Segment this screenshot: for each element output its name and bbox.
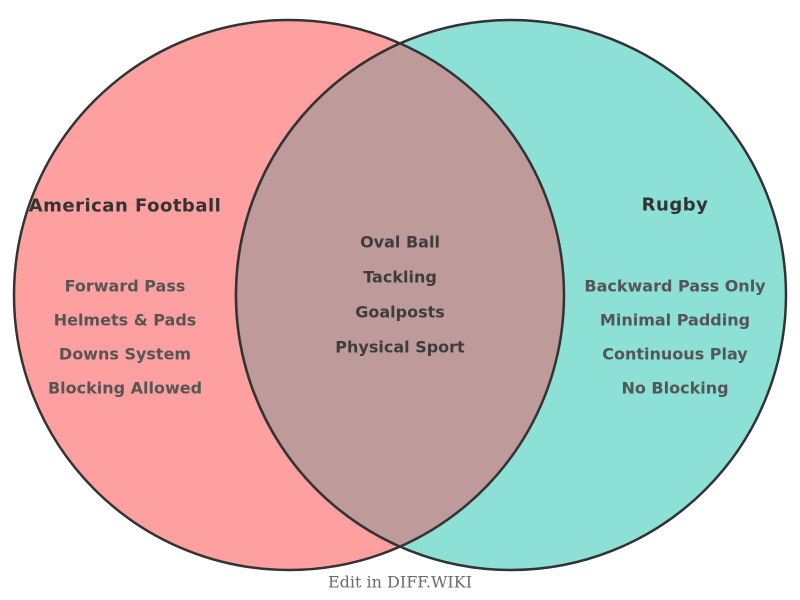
left-set-item: Forward Pass: [64, 276, 186, 296]
right-set-item: Continuous Play: [602, 344, 748, 364]
overlap-item: Goalposts: [355, 302, 445, 322]
right-set-title: Rugby: [641, 194, 709, 216]
right-set-item: No Blocking: [621, 378, 729, 398]
left-set-item: Downs System: [58, 344, 192, 364]
right-set-item: Minimal Padding: [599, 310, 751, 330]
edit-link[interactable]: Edit in DIFF.WIKI: [327, 572, 473, 592]
right-set-item: Backward Pass Only: [584, 276, 766, 296]
left-set-item: Blocking Allowed: [47, 378, 203, 398]
overlap-item: Tackling: [363, 267, 437, 287]
overlap-region: [234, 42, 566, 548]
overlap-item: Oval Ball: [360, 232, 440, 252]
left-set-title: American Football: [28, 195, 222, 217]
left-set-item: Helmets & Pads: [53, 310, 197, 330]
overlap-item: Physical Sport: [335, 337, 465, 357]
